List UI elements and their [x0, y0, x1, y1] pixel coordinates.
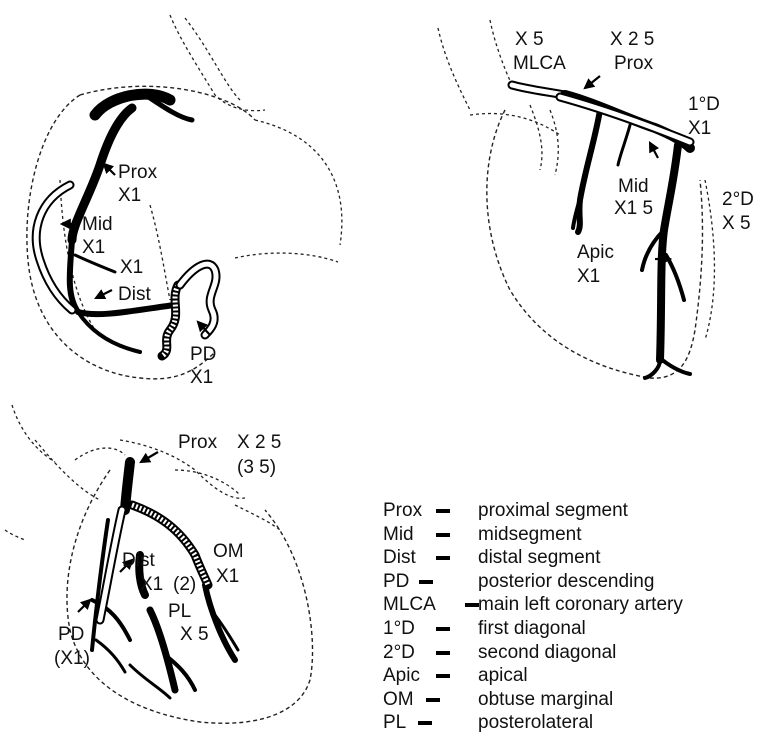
rca-mid-label: Mid	[82, 214, 113, 235]
legend-definition: first diagonal	[478, 618, 586, 640]
legend-dash	[436, 627, 450, 631]
lad-mlca-label: MLCA	[513, 53, 566, 74]
legend-dash	[436, 651, 450, 655]
legend-abbreviation: MLCA	[383, 594, 436, 616]
lcx-prox-x-label: X 2 5	[237, 432, 281, 453]
lad-x5-label: X 5	[515, 29, 544, 50]
rca-pd-x-label: X1	[190, 367, 213, 388]
lad-labels: X 5 MLCA X 2 5 Prox 1°D X1 Mid X1 5 2°D …	[513, 29, 754, 287]
om-beaded-vessel	[132, 505, 208, 585]
legend-dash	[436, 556, 450, 560]
legend-abbreviation: Apic	[383, 665, 420, 687]
legend-abbreviation: Dist	[383, 547, 416, 569]
lcx-pd-x-label: (X1)	[54, 648, 90, 669]
panel-left-anterior: X 5 MLCA X 2 5 Prox 1°D X1 Mid X1 5 2°D …	[438, 20, 754, 378]
legend-dash	[419, 580, 433, 584]
legend-definition: proximal segment	[478, 500, 628, 522]
legend-abbreviation: PL	[383, 712, 406, 734]
lcx-pd-label: PD	[58, 624, 84, 645]
lcx-dist-paren-label: (2)	[173, 574, 196, 595]
lad-prox-label: Prox	[614, 53, 654, 74]
legend-definition: posterolateral	[478, 712, 593, 734]
legend-dash	[436, 674, 450, 678]
legend-dash	[436, 509, 450, 513]
lad-x25-label: X 2 5	[610, 29, 654, 50]
lad-d1-x-label: X1	[688, 118, 711, 139]
legend-definition: midsegment	[478, 524, 582, 546]
lcx-labels: Prox X 2 5 (3 5) OM X1 Dist X1 (2) PL X …	[54, 432, 281, 669]
lad-apic-label: Apic	[577, 242, 614, 263]
rca-x1-label: X1	[120, 257, 143, 278]
lad-apic-x-label: X1	[577, 266, 600, 287]
legend-dash	[418, 721, 432, 725]
rca-pd-label: PD	[190, 344, 216, 365]
lcx-dist-x-label: X1	[140, 574, 163, 595]
rca-labels: Prox X1 Mid X1 X1 Dist PD X1	[82, 162, 216, 388]
legend-definition: obtuse marginal	[478, 689, 613, 711]
lad-graft	[560, 97, 690, 142]
legend-definition: distal segment	[478, 547, 601, 569]
lad-d2-x-label: X 5	[722, 213, 751, 234]
legend-abbreviation: 2°D	[383, 642, 415, 664]
pd-beaded-vessel	[162, 264, 216, 356]
legend-definition: apical	[478, 665, 528, 687]
lad-mid-label: Mid	[618, 176, 649, 197]
legend-dash	[436, 533, 450, 537]
lcx-pl-label: PL	[168, 601, 191, 622]
lad-mid-x-label: X1 5	[614, 198, 653, 219]
legend-abbreviation: 1°D	[383, 618, 415, 640]
legend-abbreviation: Prox	[383, 500, 422, 522]
legend-abbreviation: Mid	[383, 524, 414, 546]
legend-definition: main left coronary artery	[478, 594, 683, 616]
lcx-prox-paren-label: (3 5)	[237, 457, 276, 478]
lcx-pl-x-label: X 5	[180, 624, 209, 645]
legend-dash	[426, 698, 440, 702]
legend-definition: posterior descending	[478, 571, 654, 593]
lad-d2-label: 2°D	[722, 189, 754, 210]
rca-prox-x-label: X1	[118, 185, 141, 206]
lcx-dist-label: Dist	[122, 550, 155, 571]
heart-outline-1	[27, 15, 342, 379]
legend-definition: second diagonal	[478, 642, 616, 664]
legend-dash	[465, 603, 479, 607]
lcx-om-label: OM	[213, 541, 244, 562]
lcx-prox-label: Prox	[178, 432, 218, 453]
legend-abbreviation: OM	[383, 689, 414, 711]
panel-circumflex: Prox X 2 5 (3 5) OM X1 Dist X1 (2) PL X …	[5, 405, 313, 723]
rca-mid-x-label: X1	[82, 237, 105, 258]
legend-abbreviation: PD	[383, 571, 409, 593]
lcx-om-x-label: X1	[216, 566, 239, 587]
rca-dist-label: Dist	[118, 284, 151, 305]
lad-d1-label: 1°D	[688, 94, 720, 115]
panel-right-coronary: Prox X1 Mid X1 X1 Dist PD X1	[27, 15, 342, 388]
rca-prox-label: Prox	[118, 162, 158, 183]
